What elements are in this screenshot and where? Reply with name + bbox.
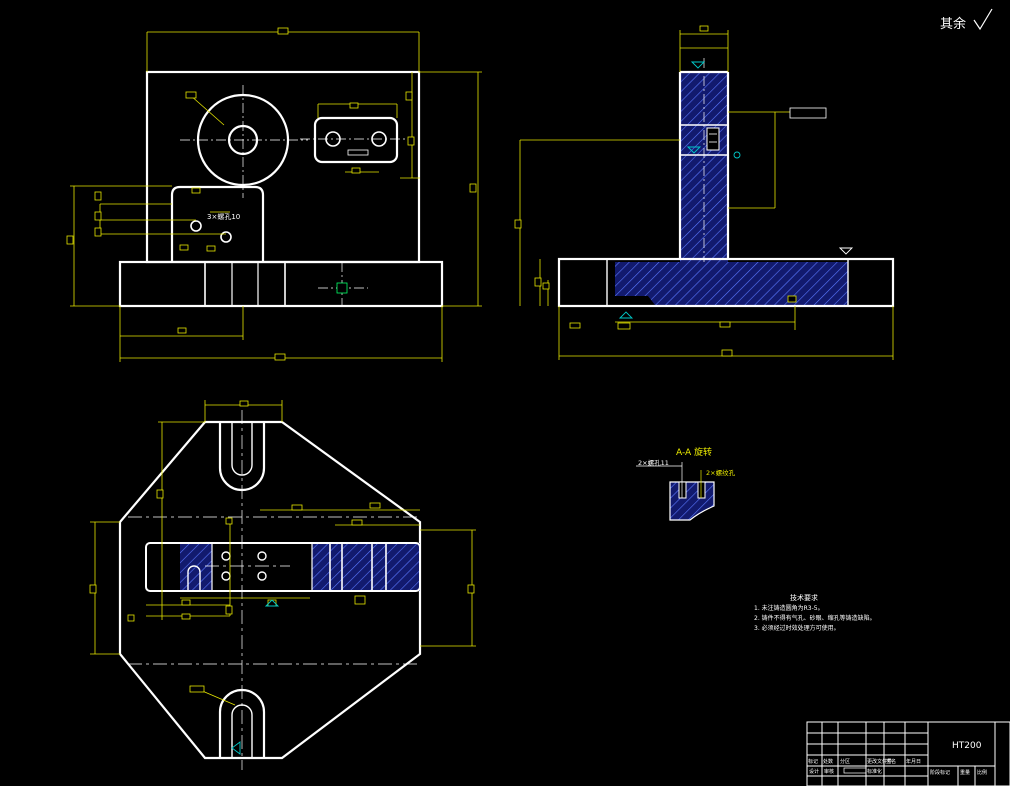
section-note-holes-right: 2×螺纹孔 <box>706 468 736 477</box>
tb-label-stage: 阶段标记 <box>930 769 950 776</box>
top-outline <box>118 420 422 760</box>
tb-label-weight: 重量 <box>960 769 970 776</box>
tb-label-sign: 签名 <box>886 758 896 765</box>
front-slot-plate <box>313 116 399 164</box>
tech-item-1: 1. 未注铸造圆角为R3-5。 <box>754 604 824 612</box>
front-dimension-tags <box>66 27 477 361</box>
roughness-symbol-icon <box>973 8 993 31</box>
tb-label-design: 设计 <box>809 768 819 775</box>
title-block: HT200 标记 处数 分区 更改文件号 签名 年月日 设计 审核 标准化 阶段… <box>806 721 1010 786</box>
front-upright <box>145 70 421 264</box>
tb-label-zone: 分区 <box>840 758 850 765</box>
section-label: A-A 旋转 <box>676 446 712 458</box>
top-section-strip <box>145 542 421 592</box>
tb-label-scale: 比例 <box>977 769 987 776</box>
section-a-a <box>636 462 715 521</box>
tech-requirements: 技术要求 1. 未注铸造圆角为R3-5。 2. 铸件不得有气孔、砂眼、缩孔等铸造… <box>754 593 876 632</box>
top-dimension-tags <box>89 400 475 693</box>
tech-item-2: 2. 铸件不得有气孔、砂眼、缩孔等铸造缺陷。 <box>754 614 876 622</box>
front-view-note: 3×螺孔10 <box>207 212 240 221</box>
side-dimension-tags <box>514 25 827 357</box>
section-note-holes-left: 2×螺孔11 <box>638 458 669 467</box>
front-bracket <box>170 185 265 262</box>
side-datum-symbols <box>618 61 854 319</box>
tech-title: 技术要求 <box>790 593 818 602</box>
top-datum-symbols <box>231 599 280 755</box>
tb-label-review: 审核 <box>824 768 834 775</box>
front-view <box>118 70 444 308</box>
surface-finish-note: 其余 <box>940 16 966 32</box>
top-center-lines <box>128 410 418 770</box>
front-view-dimensions <box>70 31 482 362</box>
side-view <box>557 70 895 308</box>
tb-label-standard: 标准化 <box>867 768 882 775</box>
title-block-material: HT200 <box>952 741 982 751</box>
side-base <box>557 257 895 308</box>
tech-item-3: 3. 必须经过时效处理方可使用。 <box>754 624 840 632</box>
tb-label-mark: 标记 <box>808 758 818 765</box>
tb-label-doc: 更改文件号 <box>867 758 892 765</box>
tb-label-date: 年月日 <box>906 758 921 765</box>
front-base <box>118 260 444 308</box>
tb-label-count: 处数 <box>823 758 833 765</box>
